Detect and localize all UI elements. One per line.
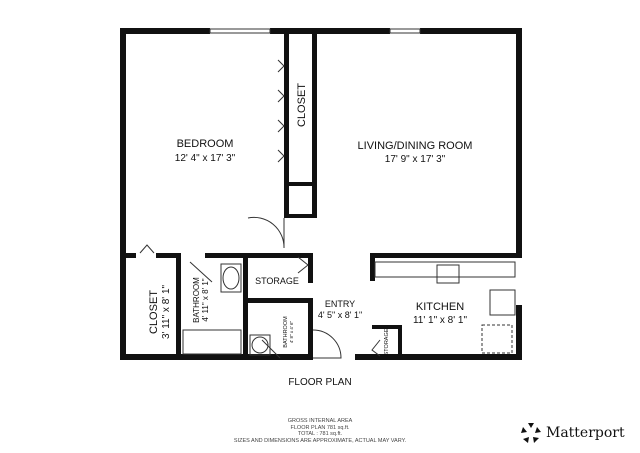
storage-label: STORAGE [255,276,299,286]
bedroom-label: BEDROOM [177,138,234,150]
closet-left-label: CLOSET [148,290,160,334]
plan-title: FLOOR PLAN [288,377,351,388]
kitchen-label: KITCHEN [416,301,464,313]
walls [120,28,522,360]
entry-dims: 4' 5" x 8' 1" [318,310,362,320]
storage-kitchen-label: STORAGE [384,328,390,355]
area-heading: GROSS INTERNAL AREA [287,418,353,424]
matterport-brand: Matterport [520,422,625,444]
area-summary: GROSS INTERNAL AREA FLOOR PLAN 781 sq.ft… [230,418,410,444]
bedroom-dims: 12' 4" x 17' 3" [175,153,236,164]
floor-plan-area: FLOOR PLAN 781 sq.ft. [290,424,350,431]
fixtures [139,28,516,359]
brand-name: Matterport [546,425,625,441]
matterport-logo-icon [521,423,541,443]
kitchen-dims: 11' 1" x 8' 1" [413,315,468,326]
living-label: LIVING/DINING ROOM [358,140,473,152]
entry-label: ENTRY [325,299,355,309]
disclaimer: SIZES AND DIMENSIONS ARE APPROXIMATE, AC… [233,437,407,444]
closet-top-label: CLOSET [296,83,308,127]
total-area: TOTAL : 781 sq.ft. [297,431,343,437]
bathroom-dims: 4' 11" x 8' 1" [201,278,210,321]
closet-left-dims: 3' 11" x 8' 1" [161,285,172,340]
bathroom-small-label: BATHROOM [283,316,289,348]
bathroom-label: BATHROOM [192,277,201,323]
bathroom-small-dims: 4' 8" x 4' 6" [289,321,294,344]
living-dims: 17' 9" x 17' 3" [385,154,446,165]
